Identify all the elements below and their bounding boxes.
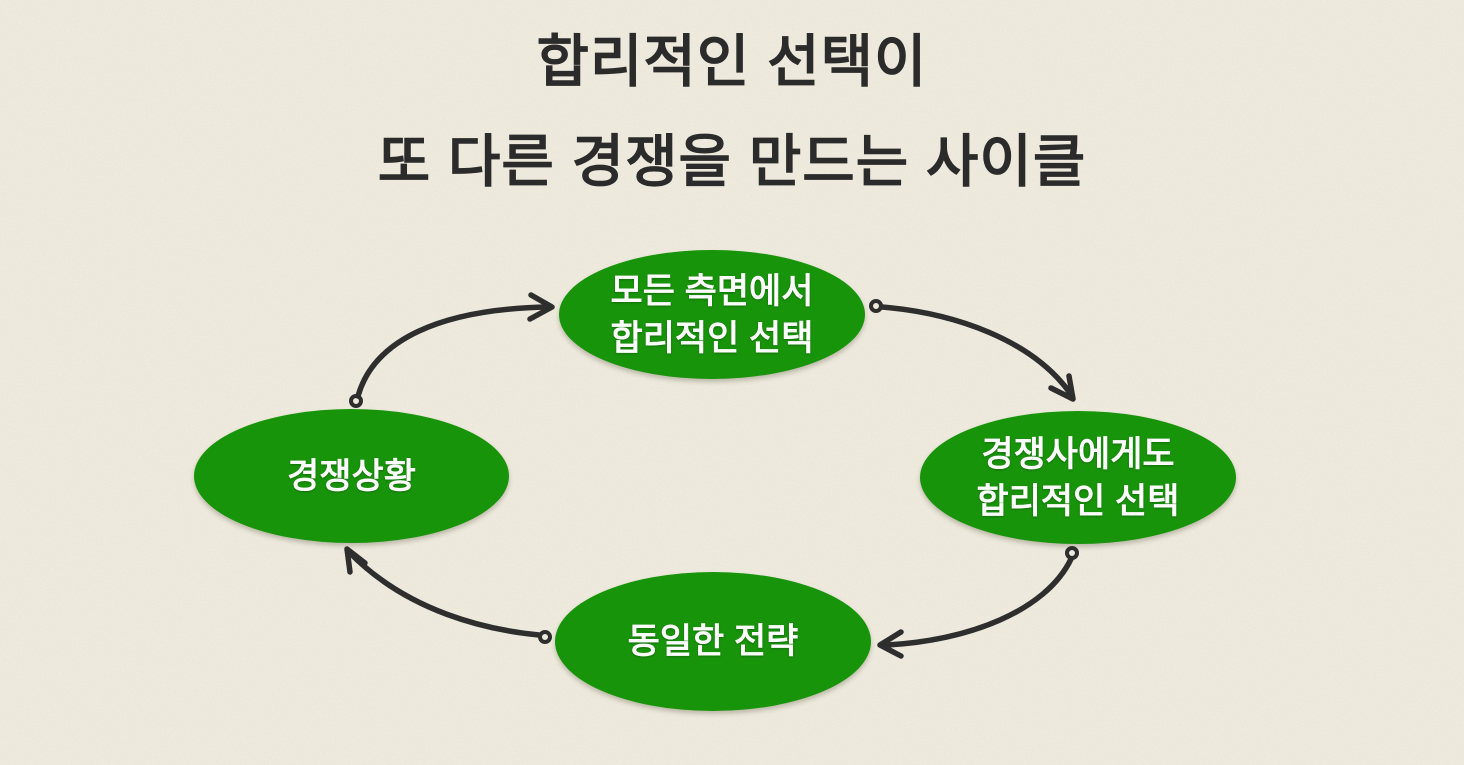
node-competition-situation: 경쟁상황 [194,409,509,543]
node-rational-choice-all-aspects: 모든 측면에서 합리적인 선택 [559,250,865,379]
node-label: 경쟁사에게도 합리적인 선택 [976,434,1180,521]
node-same-strategy: 동일한 전략 [555,572,871,711]
page-title: 합리적인 선택이 또 다른 경쟁을 만드는 사이클 [0,12,1464,212]
title-line-1: 합리적인 선택이 [536,30,928,94]
arrow-left-to-top [349,292,555,408]
arrow-shaft [355,304,551,399]
node-label: 경쟁상황 [287,456,416,496]
arrow-shaft [879,304,1073,396]
node-label: 동일한 전략 [627,622,799,661]
arrow-top-to-right [869,299,1076,402]
arrow-start-ring [538,630,552,644]
arrow-shaft [347,550,542,638]
title-line-2: 또 다른 경쟁을 만드는 사이클 [377,130,1087,194]
arrow-bottom-to-left [344,546,552,644]
arrow-right-to-bottom [877,546,1079,659]
node-label: 모든 측면에서 합리적인 선택 [610,271,814,358]
node-rational-choice-for-competitors: 경쟁사에게도 합리적인 선택 [920,411,1236,544]
arrow-shaft [883,556,1074,648]
